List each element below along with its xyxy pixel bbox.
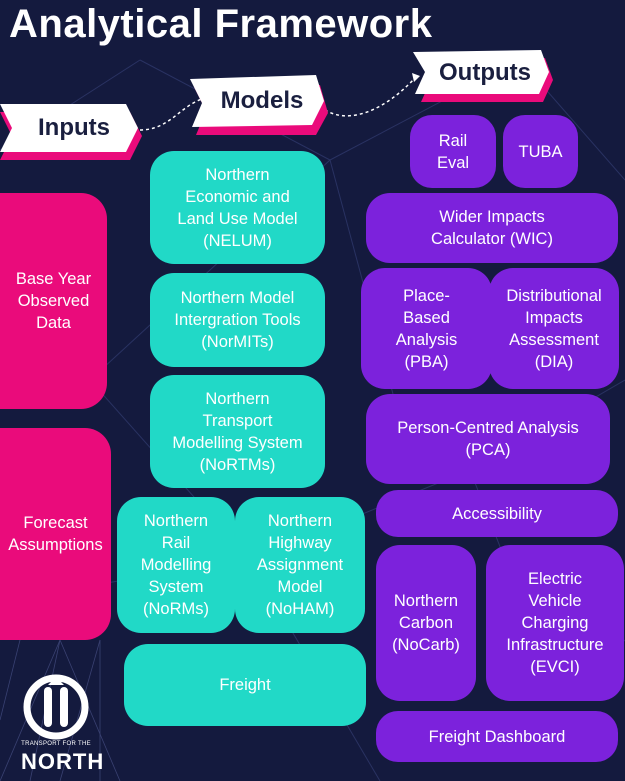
logo-tagline: TRANSPORT FOR THE [21, 741, 91, 747]
logo-name: NORTH [21, 749, 105, 774]
outputs-banner [413, 50, 553, 102]
page-title: Analytical Framework [9, 2, 433, 46]
noham-box: Northern Highway Assignment Model (NoHAM… [235, 497, 365, 633]
normits-box: Northern Model Intergration Tools (NorMI… [150, 273, 325, 367]
outputs-header: Outputs [439, 59, 531, 86]
freight-model-box: Freight [124, 644, 366, 726]
models-banner [190, 75, 328, 135]
wic-box: Wider Impacts Calculator (WIC) [366, 193, 618, 263]
evci-box: Electric Vehicle Charging Infrastructure… [486, 545, 624, 701]
inputs-banner [0, 104, 142, 160]
transport-for-the-north-logo-icon [23, 674, 89, 740]
freight-dashboard-box: Freight Dashboard [376, 711, 618, 762]
dia-box: Distributional Impacts Assessment (DIA) [489, 268, 619, 389]
nelum-box: Northern Economic and Land Use Model (NE… [150, 151, 325, 264]
accessibility-box: Accessibility [376, 490, 618, 537]
forecast-assumptions-box: Forecast Assumptions [0, 428, 111, 640]
pba-box: Place- Based Analysis (PBA) [361, 268, 492, 389]
rail-eval-box: Rail Eval [410, 115, 496, 188]
nocarb-box: Northern Carbon (NoCarb) [376, 545, 476, 701]
nortms-box: Northern Transport Modelling System (NoR… [150, 375, 325, 488]
norms-box: Northern Rail Modelling System (NoRMs) [117, 497, 235, 633]
base-year-observed-data-box: Base Year Observed Data [0, 193, 107, 409]
tuba-box: TUBA [503, 115, 578, 188]
inputs-header: Inputs [38, 114, 110, 141]
models-header: Models [220, 87, 304, 114]
pca-box: Person-Centred Analysis (PCA) [366, 394, 610, 484]
